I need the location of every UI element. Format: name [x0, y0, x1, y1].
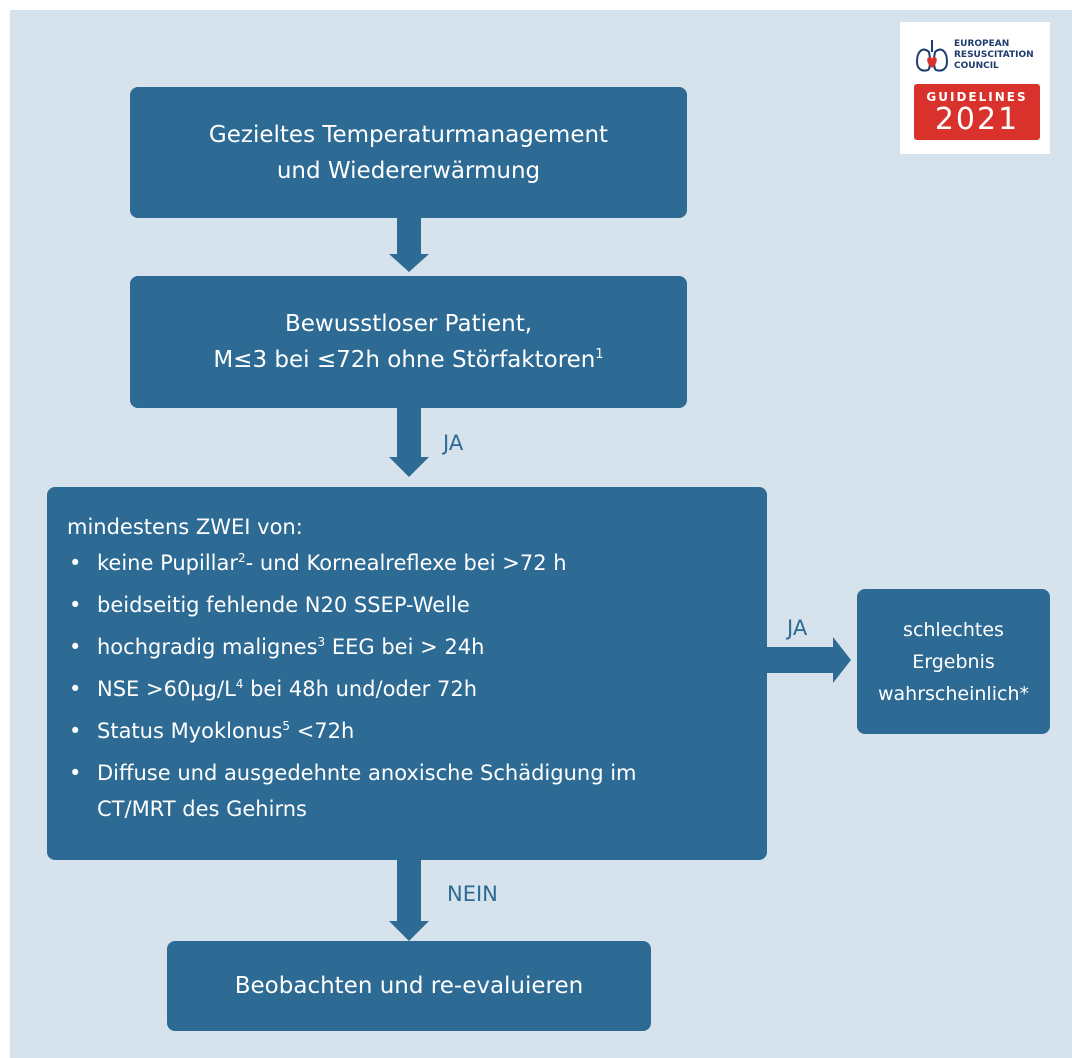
outcome-line2: Ergebnis: [912, 650, 995, 673]
flowchart-canvas: Gezieltes Temperaturmanagement und Wiede…: [10, 10, 1072, 1058]
label-ja-2: JA: [787, 616, 808, 640]
lungs-heart-icon: [915, 40, 949, 72]
final-text: Beobachten und re-evaluieren: [234, 973, 584, 999]
criteria-text: beidseitig fehlende N20 SSEP-Welle: [97, 593, 470, 617]
criteria-heading: mindestens ZWEI von:: [67, 515, 303, 539]
bullet: •: [69, 677, 82, 701]
bullet: •: [69, 719, 82, 743]
label-ja-1: JA: [443, 431, 464, 455]
arrow-box2-to-criteria: [389, 408, 429, 477]
criteria-text: - und Kornealreflexe bei >72 h: [245, 551, 567, 575]
criteria-item-pupillary-reflexes: • keine Pupillar2- und Kornealreflexe bei…: [67, 545, 747, 581]
box-criteria: mindestens ZWEI von: • keine Pupillar2- u…: [47, 487, 767, 860]
criteria-text: <72h: [290, 719, 355, 743]
box-patient-line1: Bewusstloser Patient,: [284, 311, 533, 337]
box-unconscious-patient: Bewusstloser Patient, M≤3 bei ≤72h ohne …: [130, 276, 687, 408]
criteria-text: Diffuse und ausgedehnte anoxische Schädi…: [97, 761, 637, 821]
outcome-line1: schlechtes: [903, 618, 1004, 641]
box-temperature-line1: Gezieltes Temperaturmanagement: [208, 121, 609, 148]
criteria-list: • keine Pupillar2- und Kornealreflexe bei…: [67, 545, 747, 827]
criteria-text: hochgradig malignes: [97, 635, 318, 659]
flowchart-arrows: [389, 218, 851, 941]
criteria-text: Status Myoklonus: [97, 719, 283, 743]
guidelines-badge: GUIDELINES 2021: [914, 84, 1040, 140]
erc-org-line2: RESUSCITATION: [954, 50, 1034, 60]
criteria-item-myoclonus: • Status Myoklonus5 <72h: [67, 713, 747, 749]
criteria-item-ssep: • beidseitig fehlende N20 SSEP-Welle: [67, 587, 747, 623]
arrow-criteria-to-final: [389, 860, 429, 941]
box-observe-reevaluate: Beobachten und re-evaluieren: [167, 941, 651, 1031]
criteria-item-eeg: • hochgradig malignes3 EEG bei > 24h: [67, 629, 747, 665]
box-poor-outcome: schlechtes Ergebnis wahrscheinlich*: [857, 589, 1050, 734]
bullet: •: [69, 761, 82, 785]
criteria-item-nse: • NSE >60µg/L4 bei 48h und/oder 72h: [67, 671, 747, 707]
outcome-line3: wahrscheinlich*: [878, 682, 1029, 705]
arrow-criteria-to-outcome: [765, 637, 851, 683]
box-patient-line2: M≤3 bei ≤72h ohne Störfaktoren1: [213, 342, 603, 378]
footnote-4: 4: [235, 677, 244, 691]
criteria-item-anoxic-damage: • Diffuse und ausgedehnte anoxische Schäd…: [67, 755, 747, 827]
erc-org-line1: EUROPEAN: [954, 39, 1010, 49]
erc-org-name: EUROPEAN RESUSCITATION COUNCIL: [954, 39, 1034, 72]
criteria-text: EEG bei > 24h: [325, 635, 485, 659]
criteria-text: keine Pupillar: [97, 551, 239, 575]
guidelines-label: GUIDELINES: [926, 90, 1028, 104]
label-nein: NEIN: [447, 882, 498, 906]
erc-guidelines-logo: EUROPEAN RESUSCITATION COUNCIL GUIDELINE…: [900, 22, 1050, 154]
box-patient-line2-text: M≤3 bei ≤72h ohne Störfaktoren: [213, 347, 596, 373]
bullet: •: [69, 551, 82, 575]
erc-org-line3: COUNCIL: [954, 61, 999, 71]
footnote-3: 3: [317, 635, 326, 649]
box-temperature-management: Gezieltes Temperaturmanagement und Wiede…: [130, 87, 687, 218]
guidelines-year: 2021: [934, 102, 1020, 137]
criteria-text: bei 48h und/oder 72h: [243, 677, 478, 701]
bullet: •: [69, 593, 82, 617]
footnote-2: 2: [238, 551, 246, 565]
arrow-box1-to-box2: [389, 218, 429, 272]
footnote-1: 1: [595, 347, 604, 362]
criteria-text: NSE >60µg/L: [97, 677, 236, 701]
footnote-5: 5: [282, 719, 291, 733]
box-temperature-line2: und Wiedererwärmung: [276, 157, 541, 184]
bullet: •: [69, 635, 82, 659]
